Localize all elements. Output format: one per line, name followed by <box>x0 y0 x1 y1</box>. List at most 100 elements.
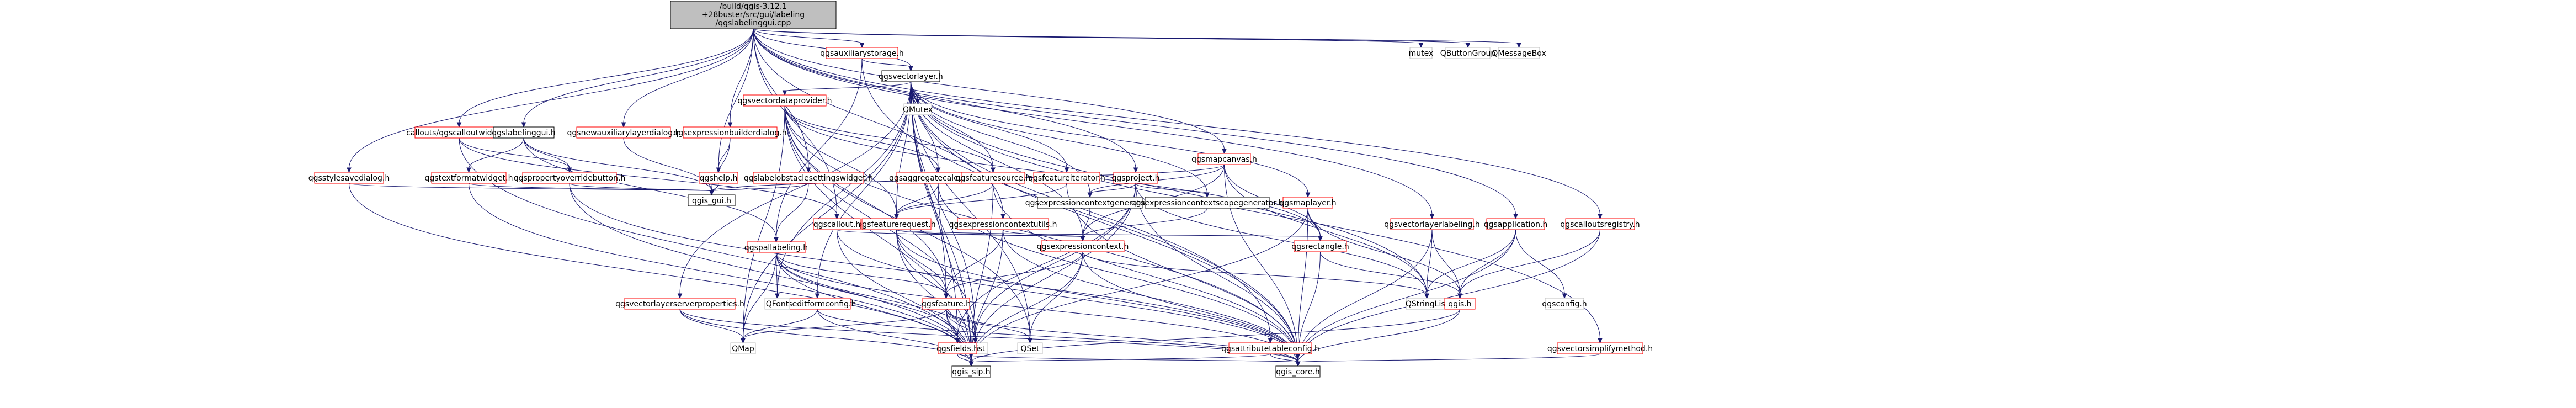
node-qgis-sip[interactable]: qgis_sip.h <box>951 365 991 378</box>
node-root[interactable]: /build/qgis-3.12.1+28buster/src/gui/labe… <box>670 1 837 29</box>
edge-qgsrectangle-to-qgis <box>1320 251 1462 299</box>
edge-qgsmapcanvas-to-qstringlist <box>1224 164 1429 299</box>
node-qgstextformatwidget[interactable]: qgstextformatwidget.h <box>425 172 513 184</box>
node-qgsvectordataprovider[interactable]: qgsvectordataprovider.h <box>737 94 832 107</box>
edge-root-to-qgsauxiliarystorage <box>753 28 865 49</box>
edge-qgsexpressioncontext-to-qstringlist <box>1082 251 1429 299</box>
node-qgsexpressioncontextgenerator[interactable]: qgsexpressioncontextgenerator.h <box>1025 197 1155 209</box>
node-qgsfeatureiterator[interactable]: qgsfeatureiterator.h <box>1028 172 1105 184</box>
node-qgspropertyoverridebutton[interactable]: qgspropertyoverridebutton.h <box>514 172 626 184</box>
node-qgsfeature[interactable]: qgsfeature.h <box>922 298 971 310</box>
node-qgshelp[interactable]: qgshelp.h <box>699 172 738 184</box>
node-label: QMessageBox <box>1492 49 1546 58</box>
edge-qgsvectorlayer-to-qgsmaplayer <box>911 81 1311 198</box>
node-label: qgsfields.h <box>936 345 978 353</box>
root-label-line: /build/qgis-3.12.1 <box>720 2 787 11</box>
node-qgsvectorlayerserverproperties[interactable]: qgsvectorlayerserverproperties.h <box>615 298 744 310</box>
edge-root-to-qgscalloutsregistry <box>753 28 1603 220</box>
edge-qgsvectorlayer-to-qgsfeaturerequest <box>894 81 911 220</box>
node-qgsvectorlayerlabeling[interactable]: qgsvectorlayerlabeling.h <box>1384 218 1480 230</box>
edge-qgsvectorlayer-to-qfont <box>775 81 911 299</box>
node-label: qgsvectordataprovider.h <box>737 97 832 105</box>
edge-qgsauxiliarystorage-to-qgsvectorlayer <box>861 58 913 72</box>
node-qgsnewauxiliarylayerdialog[interactable]: qgsnewauxiliarylayerdialog.h <box>567 126 680 139</box>
edge-qgsvectorlayer-to-qgseditformconfig <box>815 81 911 299</box>
node-label: qgsfeatureiterator.h <box>1028 174 1105 183</box>
node-label: qgsproject.h <box>1112 174 1160 183</box>
edge-qgsvectorlayer-to-qgsfeatureiterator <box>911 81 1069 173</box>
edge-root-to-callouts-widget <box>456 28 754 128</box>
node-qgsexpressionbuilderdialog[interactable]: qgsexpressionbuilderdialog.h <box>673 126 787 139</box>
edge-root-to-qgslabelinggui <box>521 28 754 128</box>
edge-qgsvectorlayer-to-qgsfeaturesource <box>911 81 996 173</box>
node-qgscallout[interactable]: qgscallout.h <box>813 218 861 230</box>
edge-qgsfeature-to-qset <box>946 309 1032 344</box>
node-qgsfeaturerequest[interactable]: qgsfeaturerequest.h <box>857 218 936 230</box>
node-qmutex: QMutex <box>903 103 933 115</box>
node-qgsstylesavedialog[interactable]: qgsstylesavedialog.h <box>308 172 390 184</box>
node-label: qgscallout.h <box>813 220 860 229</box>
node-qgsauxiliarystorage[interactable]: qgsauxiliarystorage.h <box>820 47 904 59</box>
edge-qgsvectorlayer-to-qgsvectorsimplifymethod <box>911 81 1603 344</box>
node-label: qgsattributetableconfig.h <box>1221 345 1319 353</box>
node-label: qgsconfig.h <box>1542 300 1587 309</box>
node-label: qgsexpressioncontext.h <box>1037 242 1129 251</box>
edge-qgslabelobstaclesettingswidget-to-qgspallabeling <box>774 183 809 243</box>
node-label: qgslabelobstaclesettingswidget.h <box>744 174 873 183</box>
node-qgsproject[interactable]: qgsproject.h <box>1112 172 1160 184</box>
node-qgis-core[interactable]: qgis_core.h <box>1275 365 1321 378</box>
node-label: mutex <box>1409 49 1434 58</box>
node-qgsexpressioncontextscopegenerator[interactable]: qgsexpressioncontextscopegenerator.h <box>1131 197 1284 209</box>
edge-qgsexpressioncontextscopegenerator-to-qgsexpressioncontext <box>1080 208 1207 242</box>
node-label: qgsvectorlayerserverproperties.h <box>615 300 744 309</box>
edge-qgslabelinggui-to-qgspropertyoverridebutton <box>523 137 572 173</box>
node-label: qgspallabeling.h <box>744 243 808 252</box>
node-qgsrectangle[interactable]: qgsrectangle.h <box>1291 240 1349 252</box>
node-label: qgstextformatwidget.h <box>425 174 513 183</box>
root-label-line: /qgslabelinggui.cpp <box>716 19 791 28</box>
edge-root-to-mutex <box>753 28 1424 49</box>
node-label: QSet <box>1020 345 1040 353</box>
node-qfont: QFont <box>764 298 790 310</box>
node-label: qgsvectorlayer.h <box>879 72 943 81</box>
edge-qgsvectordataprovider-to-qgsaggregatecalculator <box>784 105 941 173</box>
node-qgsexpressioncontextutils[interactable]: qgsexpressioncontextutils.h <box>949 218 1057 230</box>
edge-qgsvectorlayer-to-qgsattributetableconfig <box>911 81 1273 344</box>
node-label: qgsmapcanvas.h <box>1191 155 1257 164</box>
node-qgsexpressioncontext[interactable]: qgsexpressioncontext.h <box>1037 240 1129 252</box>
node-qgsapplication[interactable]: qgsapplication.h <box>1484 218 1548 230</box>
node-label: qgslabelinggui.h <box>492 129 556 137</box>
node-label: qgspropertyoverridebutton.h <box>514 174 626 183</box>
node-qgsattributetableconfig[interactable]: qgsattributetableconfig.h <box>1221 342 1319 354</box>
edge-qgsnewauxiliarylayerdialog-to-qgs-gui <box>623 137 714 196</box>
node-qgs-gui[interactable]: qgis_gui.h <box>688 194 736 206</box>
node-qgis[interactable]: qgis.h <box>1444 298 1476 310</box>
edge-qgslabelobstaclesettingswidget-to-qgs-gui <box>709 183 809 196</box>
node-qgsfields[interactable]: qgsfields.h <box>936 342 978 354</box>
node-qgseditformconfig[interactable]: qgseditformconfig.h <box>779 298 856 310</box>
edge-qgis-to-qgis-core <box>1295 309 1460 367</box>
node-qgsmaplayer[interactable]: qgsmaplayer.h <box>1279 197 1337 209</box>
node-label: qgsvectorlayerlabeling.h <box>1384 220 1479 229</box>
node-qgsmapcanvas[interactable]: qgsmapcanvas.h <box>1191 153 1257 165</box>
node-qgsfeaturesource[interactable]: qgsfeaturesource.h <box>956 172 1030 184</box>
edge-root-to-qgsnewauxiliarylayerdialog <box>621 28 754 128</box>
edge-qgsmaplayer-to-qgis-sip <box>968 208 1308 367</box>
edge-qgsfeature-to-qmap <box>741 309 946 344</box>
edge-root-to-qgsvectorlayerlabeling <box>753 28 1435 220</box>
node-qgsconfig: qgsconfig.h <box>1542 298 1587 310</box>
node-label: qgsexpressionbuilderdialog.h <box>673 129 786 137</box>
node-callouts-widget[interactable]: callouts/qgscalloutwidget.h <box>406 126 512 139</box>
node-qgsvectorlayer[interactable]: qgsvectorlayer.h <box>879 70 943 82</box>
node-qgspallabeling[interactable]: qgspallabeling.h <box>744 241 808 253</box>
edge-qgstextformatwidget-to-qgis-sip <box>469 183 974 367</box>
node-label: qgsauxiliarystorage.h <box>820 49 904 58</box>
node-label: QMap <box>732 345 754 353</box>
node-label: qgis.h <box>1448 300 1471 309</box>
node-label: qgis_core.h <box>1276 368 1320 377</box>
node-label: qgsnewauxiliarylayerdialog.h <box>567 129 680 137</box>
node-qgscalloutsregistry[interactable]: qgscalloutsregistry.h <box>1560 218 1640 230</box>
node-qgsvectorsimplifymethod[interactable]: qgsvectorsimplifymethod.h <box>1547 342 1653 354</box>
node-qgslabelobstaclesettingswidget[interactable]: qgslabelobstaclesettingswidget.h <box>744 172 873 184</box>
node-qgslabelinggui[interactable]: qgslabelinggui.h <box>492 126 556 139</box>
